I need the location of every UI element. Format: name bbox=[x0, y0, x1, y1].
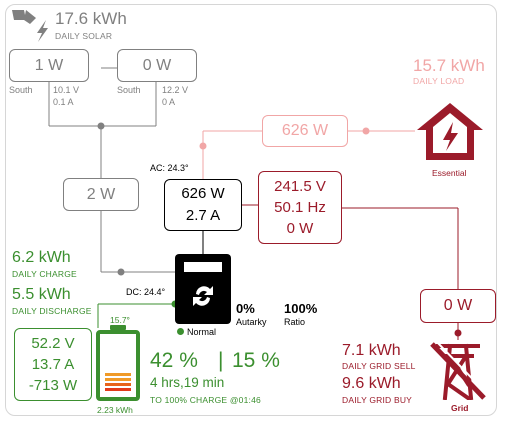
battery-voltage: 52.2 V bbox=[31, 335, 75, 352]
battery-temp: 15.7° bbox=[110, 315, 130, 325]
inverter-status-dot bbox=[177, 328, 184, 335]
daily-charge-label: DAILY CHARGE bbox=[12, 269, 77, 279]
grid-frequency: 50.1 Hz bbox=[274, 199, 326, 216]
pv1-current: 0.1 A bbox=[53, 97, 74, 107]
daily-charge-value: 6.2 kWh bbox=[12, 249, 71, 266]
solar-icon bbox=[10, 8, 50, 42]
grid-label: Grid bbox=[451, 403, 469, 413]
grid-power-box[interactable]: 0 W bbox=[420, 289, 496, 323]
battery-soc-separator: | bbox=[218, 349, 224, 372]
pv-total-power: 2 W bbox=[86, 185, 116, 203]
essential-power-box[interactable]: 626 W bbox=[262, 115, 348, 147]
daily-load-value: 15.7 kWh bbox=[413, 56, 485, 75]
pv2-voltage: 12.2 V bbox=[162, 85, 189, 95]
essential-label: Essential bbox=[432, 168, 467, 178]
ratio-label: Ratio bbox=[284, 317, 306, 327]
inverter-output-box[interactable]: 626 W 2.7 A bbox=[164, 179, 242, 231]
battery-soc-secondary: 15 % bbox=[232, 349, 280, 372]
essential-power: 626 W bbox=[281, 122, 329, 139]
grid-power: 0 W bbox=[443, 297, 473, 314]
battery-charge-target: TO 100% CHARGE @01:46 bbox=[150, 395, 261, 405]
daily-grid-buy-value: 9.6 kWh bbox=[342, 375, 401, 392]
daily-solar-label: DAILY SOLAR bbox=[55, 31, 113, 41]
battery-power: -713 W bbox=[28, 377, 78, 394]
battery-time-remaining: 4 hrs,19 min bbox=[150, 375, 225, 390]
battery-current: 13.7 A bbox=[31, 356, 75, 373]
battery-icon bbox=[96, 325, 140, 401]
inverter-icon bbox=[175, 254, 231, 324]
battery-level-bars bbox=[105, 373, 131, 393]
ratio-value: 100% bbox=[284, 301, 318, 316]
daily-solar-value: 17.6 kWh bbox=[55, 9, 127, 28]
pv1-power: 1 W bbox=[34, 56, 64, 74]
autarky-value: 0% bbox=[236, 301, 255, 316]
battery-soc: 42 % bbox=[150, 349, 198, 372]
battery-stats-box[interactable]: 52.2 V 13.7 A -713 W bbox=[14, 328, 92, 401]
inverter-ac-temp: AC: 24.3° bbox=[150, 163, 189, 173]
daily-grid-sell-value: 7.1 kWh bbox=[342, 342, 401, 359]
inverter-dc-temp: DC: 24.4° bbox=[126, 287, 166, 297]
pv2-current: 0 A bbox=[162, 97, 176, 107]
daily-grid-buy-label: DAILY GRID BUY bbox=[342, 395, 413, 405]
autarky-label: Autarky bbox=[236, 317, 267, 327]
daily-grid-sell-label: DAILY GRID SELL bbox=[342, 361, 416, 371]
grid-off-icon bbox=[428, 340, 489, 401]
pv2-power: 0 W bbox=[142, 56, 172, 74]
inverter-current: 2.7 A bbox=[185, 207, 221, 224]
pv-total-box[interactable]: 2 W bbox=[63, 178, 139, 211]
inverter-status: Normal bbox=[187, 327, 217, 337]
grid-meter-box[interactable]: 241.5 V 50.1 Hz 0 W bbox=[258, 171, 342, 244]
inverter-power: 626 W bbox=[181, 185, 225, 202]
grid-voltage: 241.5 V bbox=[274, 178, 326, 195]
pv1-voltage: 10.1 V bbox=[53, 85, 80, 95]
pv1-name: South bbox=[9, 85, 33, 95]
daily-discharge-value: 5.5 kWh bbox=[12, 286, 71, 303]
daily-discharge-label: DAILY DISCHARGE bbox=[12, 306, 92, 316]
pv1-power-box[interactable]: 1 W bbox=[9, 49, 89, 82]
battery-capacity: 2.23 kWh bbox=[97, 405, 133, 415]
pv2-name: South bbox=[117, 85, 141, 95]
essential-load-icon bbox=[415, 100, 485, 164]
grid-meter-power: 0 W bbox=[286, 220, 314, 237]
pv2-power-box[interactable]: 0 W bbox=[117, 49, 197, 82]
daily-load-label: DAILY LOAD bbox=[413, 76, 465, 86]
